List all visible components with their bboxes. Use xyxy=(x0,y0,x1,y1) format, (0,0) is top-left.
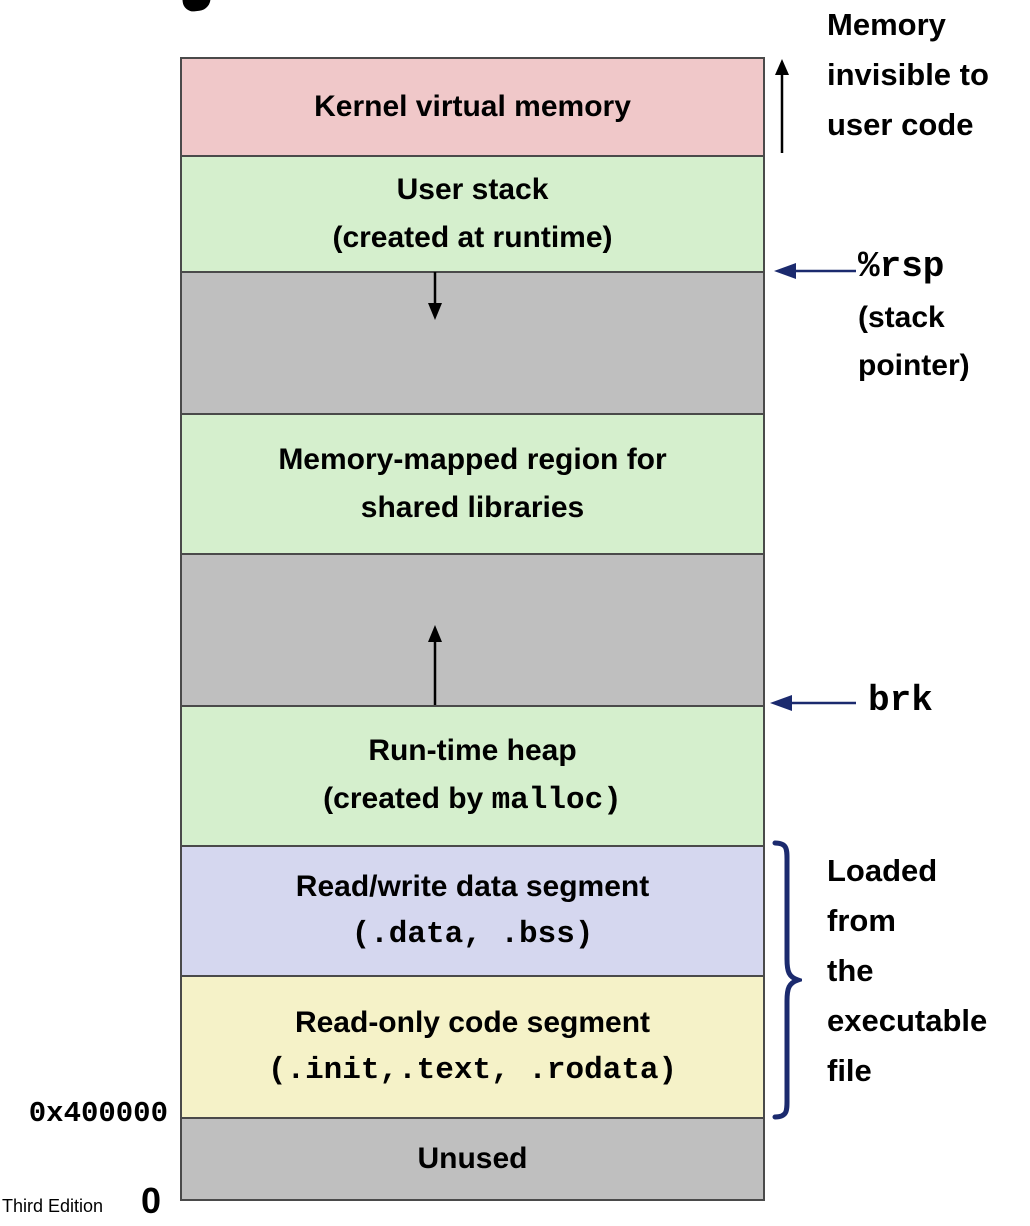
loaded-from-executable-brace-icon xyxy=(772,840,802,1120)
segment-label: User stack xyxy=(396,173,549,206)
note-line: user code xyxy=(827,107,974,142)
segment-label: Run-time heap xyxy=(368,734,577,767)
brk-pointer-arrow-icon xyxy=(770,695,856,711)
cropped-title-glyph xyxy=(182,0,212,13)
note-line: the xyxy=(827,953,874,988)
segment-label: Memory-mapped region for xyxy=(278,443,667,476)
address-0x400000-label: 0x400000 xyxy=(28,1097,168,1130)
segment-user-stack: User stack (created at runtime) xyxy=(182,157,763,273)
segment-sublabel: (created at runtime) xyxy=(332,221,613,254)
segment-label: Unused xyxy=(417,1142,528,1175)
note-line: file xyxy=(827,1053,872,1088)
segment-unused: Unused xyxy=(182,1119,763,1199)
heap-sublabel-sans: (created by xyxy=(323,782,492,815)
loaded-from-executable-note: Loaded from the executable file xyxy=(827,846,987,1096)
segment-sublabel: shared libraries xyxy=(360,491,585,524)
segment-runtime-heap: Run-time heap (created by malloc) xyxy=(182,707,763,847)
kernel-region-up-arrow-icon xyxy=(775,59,789,153)
segment-label: Read/write data segment xyxy=(295,870,650,903)
stack-grows-down-arrow-icon xyxy=(428,272,442,320)
memory-invisible-note: Memory invisible to user code xyxy=(827,0,989,150)
segment-sublabel-mono: (.init,.text, .rodata) xyxy=(267,1053,678,1088)
note-line: (stack xyxy=(858,301,945,334)
rsp-register-label: %rsp xyxy=(858,246,945,287)
heap-grows-up-arrow-icon xyxy=(428,625,442,705)
segment-read-write-data: Read/write data segment (.data, .bss) xyxy=(182,847,763,977)
segment-read-only-code: Read-only code segment (.init,.text, .ro… xyxy=(182,977,763,1119)
note-line: pointer) xyxy=(858,349,970,382)
note-line: from xyxy=(827,903,896,938)
segment-heap-growth-gap xyxy=(182,555,763,707)
note-line: Loaded xyxy=(827,853,938,888)
segment-label: Read-only code segment xyxy=(294,1006,651,1039)
third-edition-footer: Third Edition xyxy=(2,1196,104,1216)
segment-sublabel-mono: (.data, .bss) xyxy=(351,917,594,952)
segment-kernel-virtual-memory: Kernel virtual memory xyxy=(182,59,763,157)
segment-memory-mapped-region: Memory-mapped region for shared librarie… xyxy=(182,415,763,555)
memory-column: Kernel virtual memory User stack (create… xyxy=(180,57,765,1201)
note-line: invisible to xyxy=(827,57,989,92)
segment-sublabel: (created by malloc) xyxy=(323,775,622,825)
heap-sublabel-mono: malloc) xyxy=(491,783,622,818)
rsp-description: (stack pointer) xyxy=(858,294,970,390)
segment-label: Kernel virtual memory xyxy=(314,90,631,123)
note-line: Memory xyxy=(827,7,946,42)
address-zero-label: 0 xyxy=(141,1180,162,1221)
brk-label: brk xyxy=(868,680,933,721)
segment-stack-growth-gap xyxy=(182,273,763,415)
note-line: executable xyxy=(827,1003,988,1038)
rsp-pointer-arrow-icon xyxy=(774,263,856,279)
